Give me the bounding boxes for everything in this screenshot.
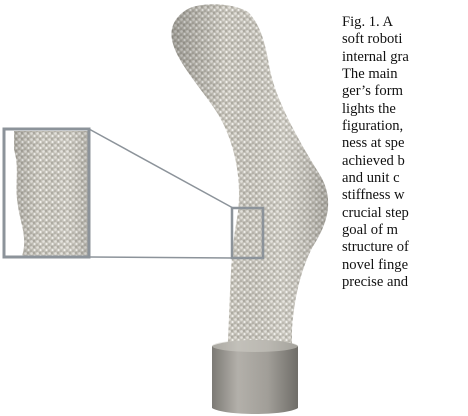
figure-caption: Fig. 1. A soft roboti internal gra The m… (342, 14, 468, 292)
caption-line: structure of (342, 239, 409, 256)
figure-soft-finger (2, 4, 329, 414)
caption-line: crucial step (342, 204, 409, 221)
caption-line: The main (342, 66, 398, 83)
zoom-connector-bottom (88, 256, 234, 259)
caption-line: achieved b (342, 152, 405, 169)
finger-base-cap (212, 340, 298, 414)
inset-magnified-view (2, 127, 91, 259)
caption-line: ger’s form (342, 83, 403, 100)
caption-line: and unit c (342, 170, 400, 187)
caption-line: figuration, (342, 118, 404, 135)
caption-line: lights the (342, 100, 396, 117)
caption-line: internal gra (342, 48, 409, 65)
caption-line: soft roboti (342, 31, 403, 48)
caption-line: novel finge (342, 256, 409, 273)
zoom-region-box (230, 206, 265, 260)
caption-line: precise and (342, 274, 409, 291)
caption-line: Fig. 1. A (342, 14, 394, 30)
zoom-connector-top (88, 128, 234, 209)
caption-line: ness at spe (342, 135, 405, 152)
caption-line: stiffness w (342, 187, 405, 204)
caption-line: goal of m (342, 222, 398, 239)
